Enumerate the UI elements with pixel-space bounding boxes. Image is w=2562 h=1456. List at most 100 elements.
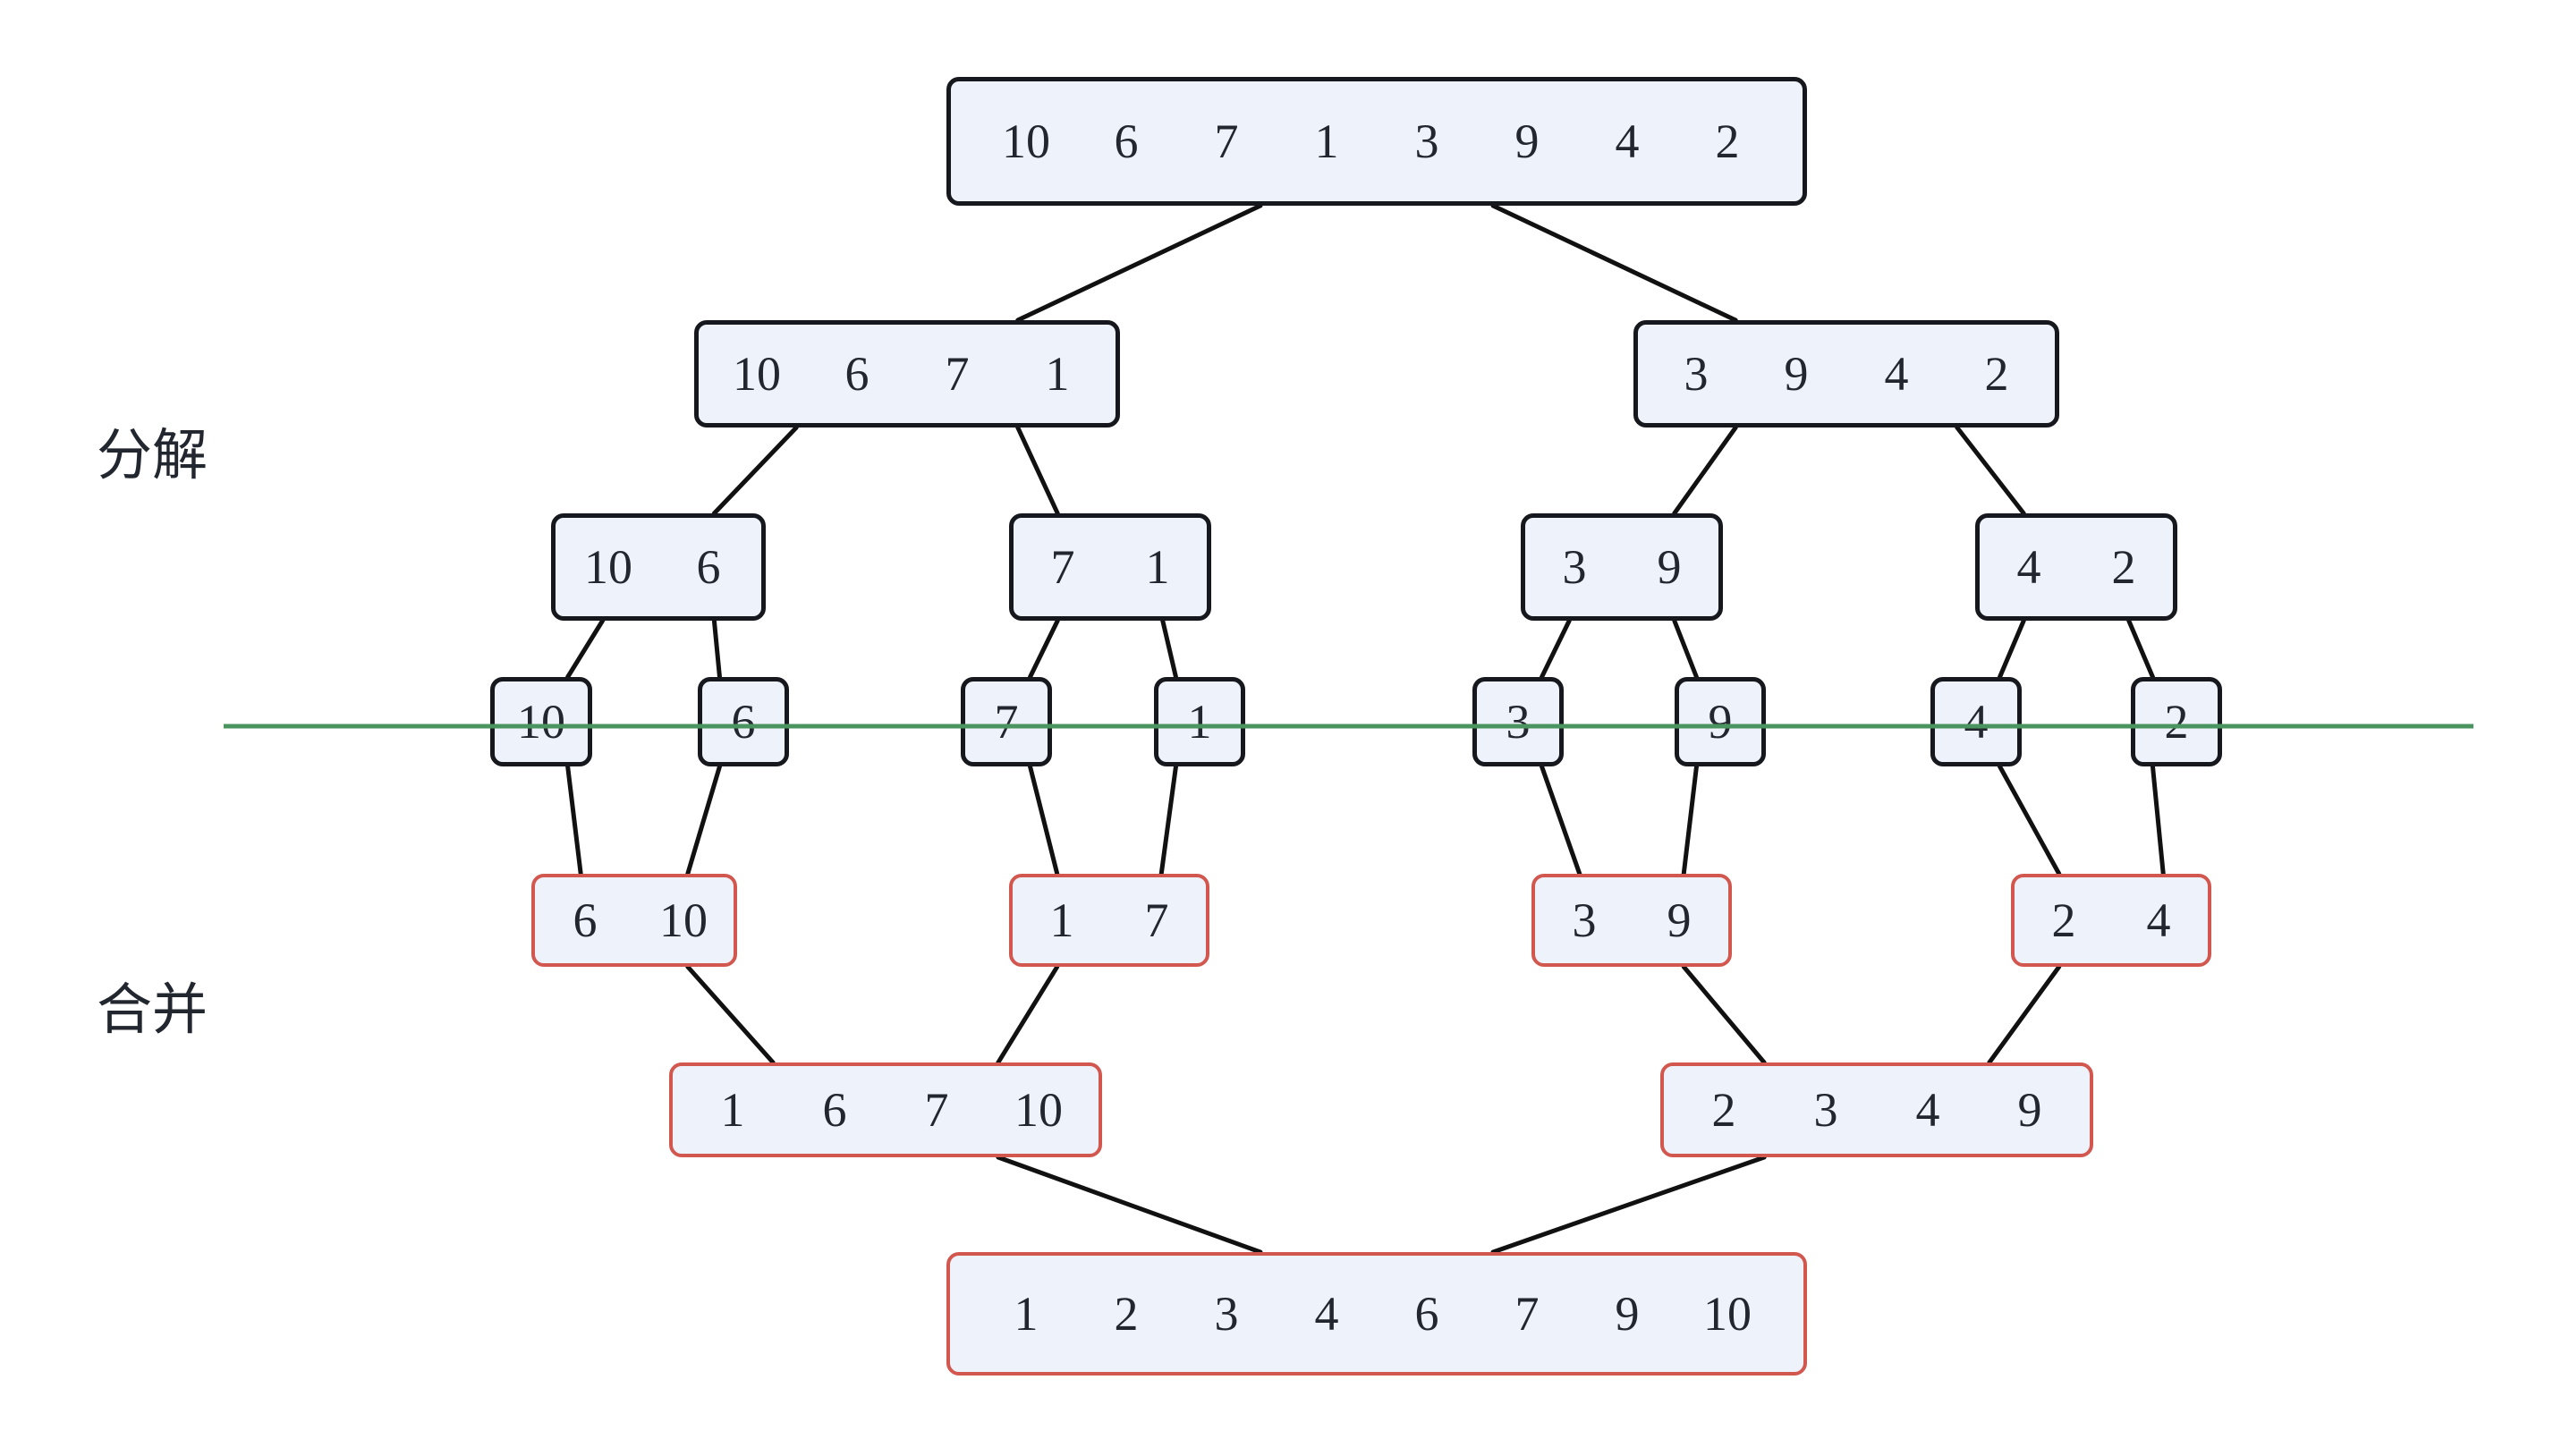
array-cell: 6 bbox=[1114, 114, 1139, 168]
split-label: 分解 bbox=[97, 422, 208, 487]
array-cell: 2 bbox=[2111, 540, 2136, 594]
array-node-l3e: 3 bbox=[1472, 677, 1564, 766]
tree-edge bbox=[565, 764, 583, 876]
array-cell: 9 bbox=[1784, 347, 1809, 401]
array-cell: 4 bbox=[1314, 1287, 1339, 1341]
merge-label: 合并 bbox=[97, 977, 208, 1042]
tree-edge bbox=[1490, 1155, 1767, 1255]
array-node-l2a: 10 6 bbox=[551, 513, 766, 621]
array-cell: 10 bbox=[659, 893, 708, 947]
array-node-l3c: 7 bbox=[961, 677, 1052, 766]
array-cell: 1 bbox=[1045, 347, 1070, 401]
array-cell: 3 bbox=[1414, 114, 1439, 168]
tree-edge bbox=[996, 1155, 1263, 1255]
array-cell: 3 bbox=[1214, 1287, 1239, 1341]
tree-edge bbox=[1540, 764, 1582, 876]
array-cell: 7 bbox=[1514, 1287, 1540, 1341]
array-cell: 7 bbox=[924, 1083, 949, 1137]
array-cell: 6 bbox=[1414, 1287, 1439, 1341]
array-cell: 1 bbox=[1314, 114, 1339, 168]
array-cell: 9 bbox=[1514, 114, 1540, 168]
array-cell: 9 bbox=[1657, 540, 1682, 594]
array-cell: 1 bbox=[1145, 540, 1170, 594]
array-cell: 1 bbox=[1187, 695, 1212, 749]
array-cell: 4 bbox=[2146, 893, 2171, 947]
tree-edge bbox=[1672, 618, 1699, 680]
tree-edge bbox=[1015, 425, 1060, 516]
tree-edge bbox=[1998, 764, 2062, 876]
array-cell: 7 bbox=[994, 695, 1019, 749]
array-cell: 4 bbox=[1884, 347, 1909, 401]
array-cell: 3 bbox=[1813, 1083, 1838, 1137]
array-node-final: 1 2 3 4 6 7 9 10 bbox=[946, 1252, 1807, 1376]
tree-edge bbox=[1540, 618, 1572, 680]
array-cell: 2 bbox=[1711, 1083, 1736, 1137]
tree-edge bbox=[565, 618, 606, 680]
array-cell: 9 bbox=[2017, 1083, 2042, 1137]
array-cell: 6 bbox=[822, 1083, 847, 1137]
array-cell: 4 bbox=[1615, 114, 1640, 168]
tree-edge bbox=[711, 618, 722, 680]
array-node-m1b: 2 3 4 9 bbox=[1660, 1062, 2093, 1157]
tree-edge bbox=[1987, 964, 2062, 1065]
array-cell: 6 bbox=[696, 540, 721, 594]
array-cell: 3 bbox=[1562, 540, 1587, 594]
array-cell: 2 bbox=[1114, 1287, 1139, 1341]
tree-edge bbox=[1015, 203, 1263, 323]
tree-edge bbox=[1158, 764, 1178, 876]
array-cell: 7 bbox=[1144, 893, 1169, 947]
tree-edge bbox=[1672, 425, 1738, 516]
array-node-l3a: 10 bbox=[490, 677, 592, 766]
array-node-l3g: 4 bbox=[1930, 677, 2022, 766]
array-cell: 9 bbox=[1667, 893, 1692, 947]
tree-edge bbox=[1028, 618, 1060, 680]
array-cell: 2 bbox=[1715, 114, 1740, 168]
tree-edge bbox=[1028, 764, 1060, 876]
tree-edge bbox=[996, 964, 1060, 1065]
tree-edge bbox=[1681, 964, 1767, 1065]
tree-edge bbox=[1681, 764, 1699, 876]
array-cell: 10 bbox=[517, 695, 565, 749]
array-cell: 6 bbox=[731, 695, 756, 749]
array-cell: 10 bbox=[1014, 1083, 1063, 1137]
tree-edge bbox=[685, 964, 776, 1065]
array-cell: 1 bbox=[1049, 893, 1074, 947]
tree-edge bbox=[2150, 764, 2166, 876]
tree-edge bbox=[2126, 618, 2155, 680]
array-cell: 6 bbox=[573, 893, 598, 947]
array-cell: 3 bbox=[1684, 347, 1709, 401]
array-node-m2a: 6 10 bbox=[531, 874, 737, 967]
array-cell: 2 bbox=[2051, 893, 2076, 947]
array-cell: 4 bbox=[1964, 695, 1989, 749]
array-cell: 6 bbox=[844, 347, 870, 401]
array-cell: 4 bbox=[2016, 540, 2041, 594]
array-node-l3b: 6 bbox=[698, 677, 789, 766]
array-cell: 3 bbox=[1572, 893, 1597, 947]
array-cell: 1 bbox=[1014, 1287, 1039, 1341]
array-cell: 2 bbox=[1984, 347, 2009, 401]
array-cell: 10 bbox=[733, 347, 781, 401]
array-cell: 10 bbox=[584, 540, 632, 594]
array-cell: 7 bbox=[1214, 114, 1239, 168]
array-cell: 3 bbox=[1506, 695, 1531, 749]
tree-edge bbox=[1490, 203, 1738, 323]
tree-edge bbox=[711, 425, 799, 516]
array-cell: 4 bbox=[1915, 1083, 1940, 1137]
tree-edge bbox=[1955, 425, 2026, 516]
tree-edge bbox=[1998, 618, 2026, 680]
array-node-l3f: 9 bbox=[1675, 677, 1766, 766]
array-cell: 7 bbox=[1050, 540, 1075, 594]
array-cell: 9 bbox=[1615, 1287, 1640, 1341]
tree-edge bbox=[1160, 618, 1178, 680]
array-node-l3d: 1 bbox=[1154, 677, 1245, 766]
array-cell: 10 bbox=[1703, 1287, 1752, 1341]
